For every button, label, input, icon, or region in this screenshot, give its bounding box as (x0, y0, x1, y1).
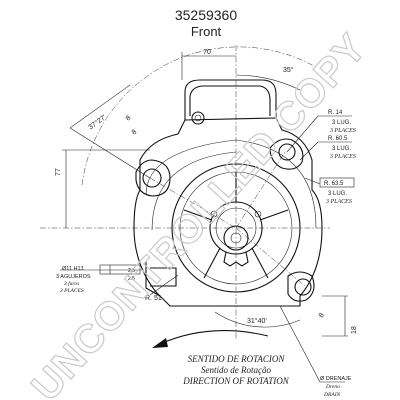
callout-1-count: 3 LUG. (332, 120, 351, 126)
radius-51: R. 51 (145, 295, 162, 302)
hole-spec-callout: Ø11 H13 3 AGUJEROS 3 furos 3 PLACES 2.5 … (56, 264, 142, 294)
dim-2-5: 2.5 (128, 268, 135, 274)
callout-2-count: 3 LUG. (332, 146, 351, 152)
watermark: UNCONTROLLED COPY (23, 25, 375, 400)
callout-3-places: 3 PLACES (325, 199, 352, 205)
callout-3-count: 3 LUG. (328, 191, 347, 197)
dim-top-width: 70 (203, 49, 211, 56)
rotation-spanish: SENTIDO DE ROTACION (188, 354, 286, 364)
rotation-arrow (152, 330, 269, 348)
drain-spanish: Ø DRENAJE (320, 376, 352, 382)
dim-2-5b: 2.5 (128, 276, 135, 282)
view-label: Front (191, 24, 222, 39)
dim-8a: 8 (125, 115, 133, 123)
hole-callout-3: R. 63.5 3 LUG. 3 PLACES (304, 177, 355, 205)
part-number: 35259360 (175, 7, 238, 23)
dim-18: 18 (351, 326, 358, 334)
angle-top-right: 35° (283, 66, 294, 74)
hole-callout-1: R. 14 3 LUG. 3 PLACES (286, 110, 356, 153)
angle-bottom: 31°40' (247, 317, 267, 325)
callout-2-places: 3 PLACES (329, 154, 356, 160)
hole-portuguese: 3 furos (63, 280, 79, 287)
hole-english: 3 PLACES (59, 288, 84, 294)
dim-height: 77 (55, 168, 62, 176)
hole-callout-2: R. 60.5 3 LUG. 3 PLACES (299, 136, 356, 161)
callout-1-radius: R. 14 (328, 110, 343, 116)
angle-left: 37°27' (87, 113, 108, 131)
callout-3-radius: R. 63.5 (324, 181, 344, 187)
drain-english: DRAIN (323, 392, 341, 398)
dim-8c: 8 (318, 312, 326, 319)
callout-1-places: 3 PLACES (329, 128, 356, 134)
dim-8b: 8 (131, 129, 139, 137)
rotation-portuguese: Sentido de Rotação (201, 365, 271, 375)
hole-dia: Ø11 H13 (62, 266, 84, 272)
drain-portuguese: Dreno (325, 384, 340, 390)
hole-spanish: 3 AGUJEROS (56, 274, 91, 280)
starter-outline (133, 79, 345, 383)
rotation-english: DIRECTION OF ROTATION (182, 376, 289, 386)
callout-2-radius: R. 60.5 (328, 136, 348, 142)
